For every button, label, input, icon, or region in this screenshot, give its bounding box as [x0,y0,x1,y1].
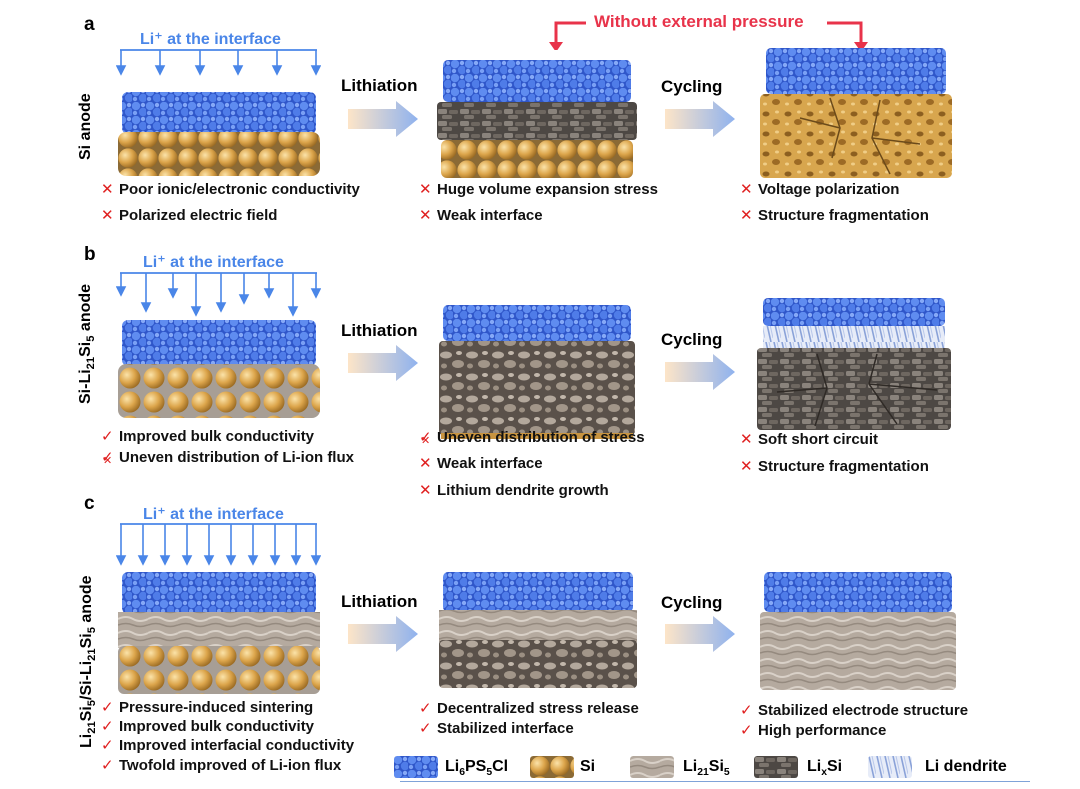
stack-si-initial [118,92,320,176]
stack-alloy-initial [118,572,320,694]
check-icon: ✓ [101,757,114,774]
legend-label-lixsi: LixSi [807,758,843,779]
cross-icon: ✕ [419,181,432,198]
bullet-a1-2: ✕Polarized electric field [101,207,278,224]
check-icon: ✓ [419,720,432,737]
stage-label-lithiation-b: Lithiation [341,321,418,340]
panel-label-c: c [84,493,95,514]
check-cross-icon: ✓✕ [419,429,432,447]
stack-sili-lithiated [439,305,635,439]
li-label-a: Li⁺ at the interface [140,31,281,48]
check-icon: ✓ [740,722,753,739]
check-icon: ✓ [101,428,114,445]
cross-icon: ✕ [101,207,114,224]
stack-alloy-lithiated [439,572,637,688]
process-arrow-cycling-a [665,101,735,137]
legend-swatch-dendrite [868,756,912,778]
row-label-b: Si-Li21Si5 anode [77,283,98,404]
bullet-c3-2: ✓High performance [740,722,887,739]
bullet-c2-2: ✓Stabilized interface [419,720,574,737]
bullet-c3-1: ✓Stabilized electrode structure [740,702,969,719]
legend-swatch-li21si5 [630,756,674,778]
bullet-a1-1: ✕Poor ionic/electronic conductivity [101,181,360,198]
process-arrow-lithiation-b [348,345,418,381]
legend-swatch-lixsi [754,756,798,778]
check-cross-icon: ✓✕ [101,449,114,467]
stack-sili-cycled [757,298,951,430]
stack-si-lithiated [437,60,637,178]
stack-alloy-cycled [760,572,956,690]
cross-icon: ✕ [740,431,753,448]
cross-icon: ✕ [101,181,114,198]
bullet-b2-3: ✕Lithium dendrite growth [419,482,609,499]
check-icon: ✓ [419,700,432,717]
stage-label-cycling-a: Cycling [661,77,723,96]
legend-swatch-lpsc [394,756,438,778]
check-icon: ✓ [740,702,753,719]
bullet-c1-3: ✓Improved interfacial conductivity [101,737,355,754]
stage-label-cycling-c: Cycling [661,593,723,612]
cross-icon: ✕ [419,482,432,499]
pressure-bracket [549,21,868,50]
check-icon: ✓ [101,699,114,716]
legend-label-li21si5: Li21Si5 [683,758,730,779]
bullet-a3-1: ✕Voltage polarization [740,181,900,198]
stack-si-cycled [760,48,952,178]
panel-label-a: a [84,14,95,35]
process-arrow-cycling-b [665,354,735,390]
li-label-c: Li⁺ at the interface [143,506,284,523]
stage-label-cycling-b: Cycling [661,330,723,349]
legend-label-si: Si [580,758,596,775]
bullet-b3-2: ✕Structure fragmentation [740,458,929,475]
bullet-a3-2: ✕Structure fragmentation [740,207,929,224]
legend-label-lpsc: Li6PS5Cl [445,758,509,779]
bullet-b2-1: ✓✕Uneven distribution of stress [419,429,645,447]
pressure-label: Without external pressure [594,12,804,31]
legend-swatch-si [530,756,574,778]
cross-icon: ✕ [740,207,753,224]
bullet-b1-2: ✓✕Uneven distribution of Li-ion flux [101,449,354,467]
check-icon: ✓ [101,718,114,735]
check-icon: ✓ [101,737,114,754]
panel-label-b: b [84,244,96,265]
bullet-c1-4: ✓Twofold improved of Li-ion flux [101,757,342,774]
cross-icon: ✕ [419,455,432,472]
bullet-b2-2: ✕Weak interface [419,455,543,472]
process-arrow-cycling-c [665,616,735,652]
bullet-b1-1: ✓Improved bulk conductivity [101,428,315,445]
stack-sili-initial [118,320,320,418]
process-arrow-lithiation-a [348,101,418,137]
stage-label-lithiation-c: Lithiation [341,592,418,611]
legend-underline [400,781,1030,782]
li-flux-arrows-b [116,272,321,317]
li-flux-arrows-c [116,523,321,566]
li-flux-arrows-a [116,49,321,76]
bullet-b3-1: ✕Soft short circuit [740,431,879,448]
row-label-a: Si anode [77,93,94,160]
cross-icon: ✕ [740,181,753,198]
li-label-b: Li⁺ at the interface [143,254,284,271]
bullet-c1-1: ✓Pressure-induced sintering [101,699,314,716]
bullet-c2-1: ✓Decentralized stress release [419,700,639,717]
cross-icon: ✕ [419,207,432,224]
bullet-c1-2: ✓Improved bulk conductivity [101,718,315,735]
cross-icon: ✕ [740,458,753,475]
process-arrow-lithiation-c [348,616,418,652]
bullet-a2-1: ✕Huge volume expansion stress [419,181,658,198]
row-label-c: Li21Si5/Si-Li21Si5 anode [78,575,99,748]
legend-label-dendrite: Li dendrite [925,758,1007,775]
bullet-a2-2: ✕Weak interface [419,207,543,224]
stage-label-lithiation-a: Lithiation [341,76,418,95]
